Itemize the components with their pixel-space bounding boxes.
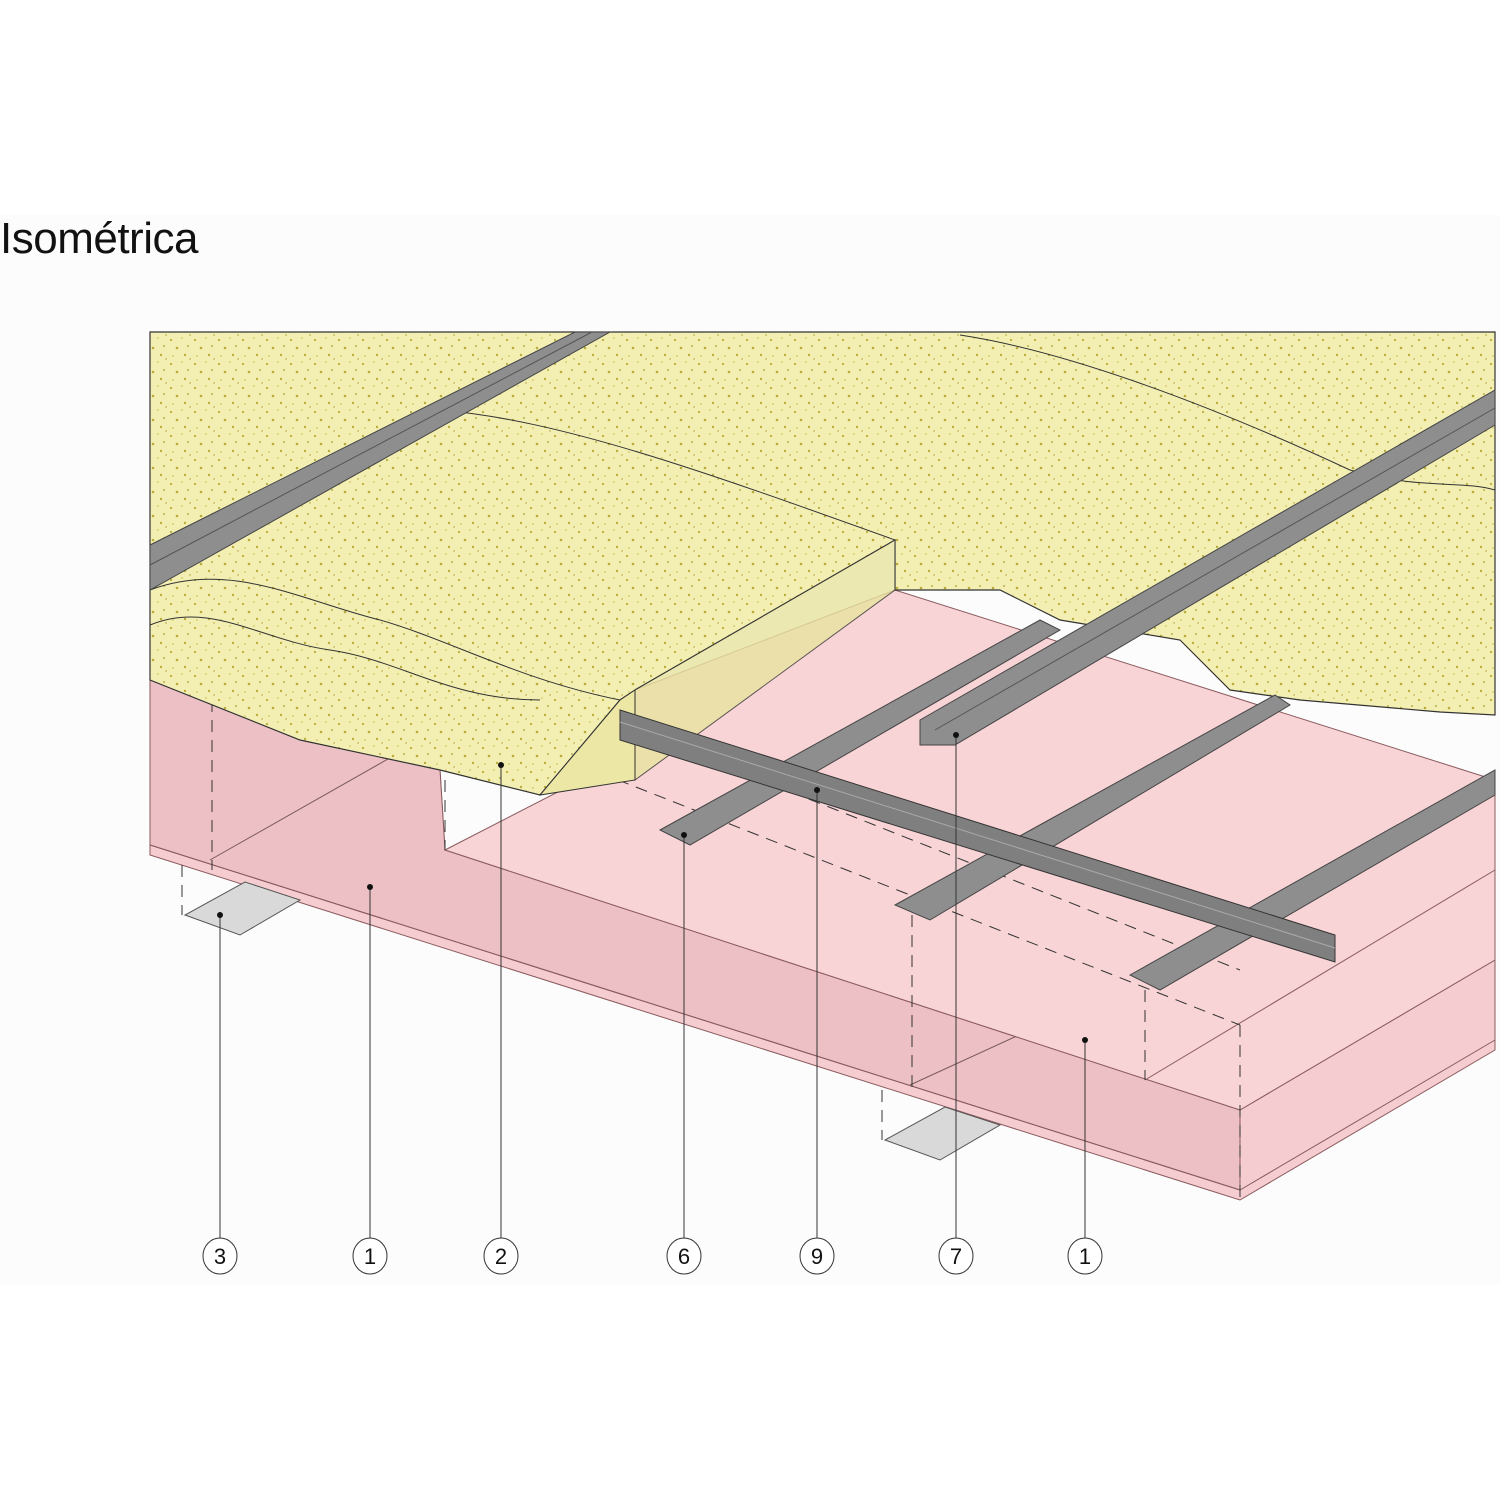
svg-text:6: 6 — [678, 1244, 690, 1269]
svg-text:1: 1 — [364, 1244, 376, 1269]
callout-7: 7 — [938, 1237, 974, 1275]
callout-3: 3 — [202, 1237, 238, 1275]
callout-9: 9 — [799, 1237, 835, 1275]
svg-text:9: 9 — [811, 1244, 823, 1269]
callout-1-lower: 1 — [352, 1237, 388, 1275]
svg-text:1: 1 — [1079, 1244, 1091, 1269]
svg-text:7: 7 — [950, 1244, 962, 1269]
lower-stud — [183, 881, 1002, 1161]
callout-6: 6 — [666, 1237, 702, 1275]
svg-text:2: 2 — [495, 1244, 507, 1269]
insulation — [149, 331, 1496, 796]
svg-text:3: 3 — [214, 1244, 226, 1269]
callout-1-upper: 1 — [1067, 1237, 1103, 1275]
steel-channels — [149, 331, 1496, 991]
callout-dots — [217, 732, 1088, 1043]
page-title: Isométrica — [0, 214, 198, 263]
callouts — [219, 735, 1086, 1238]
callout-2: 2 — [483, 1237, 519, 1275]
